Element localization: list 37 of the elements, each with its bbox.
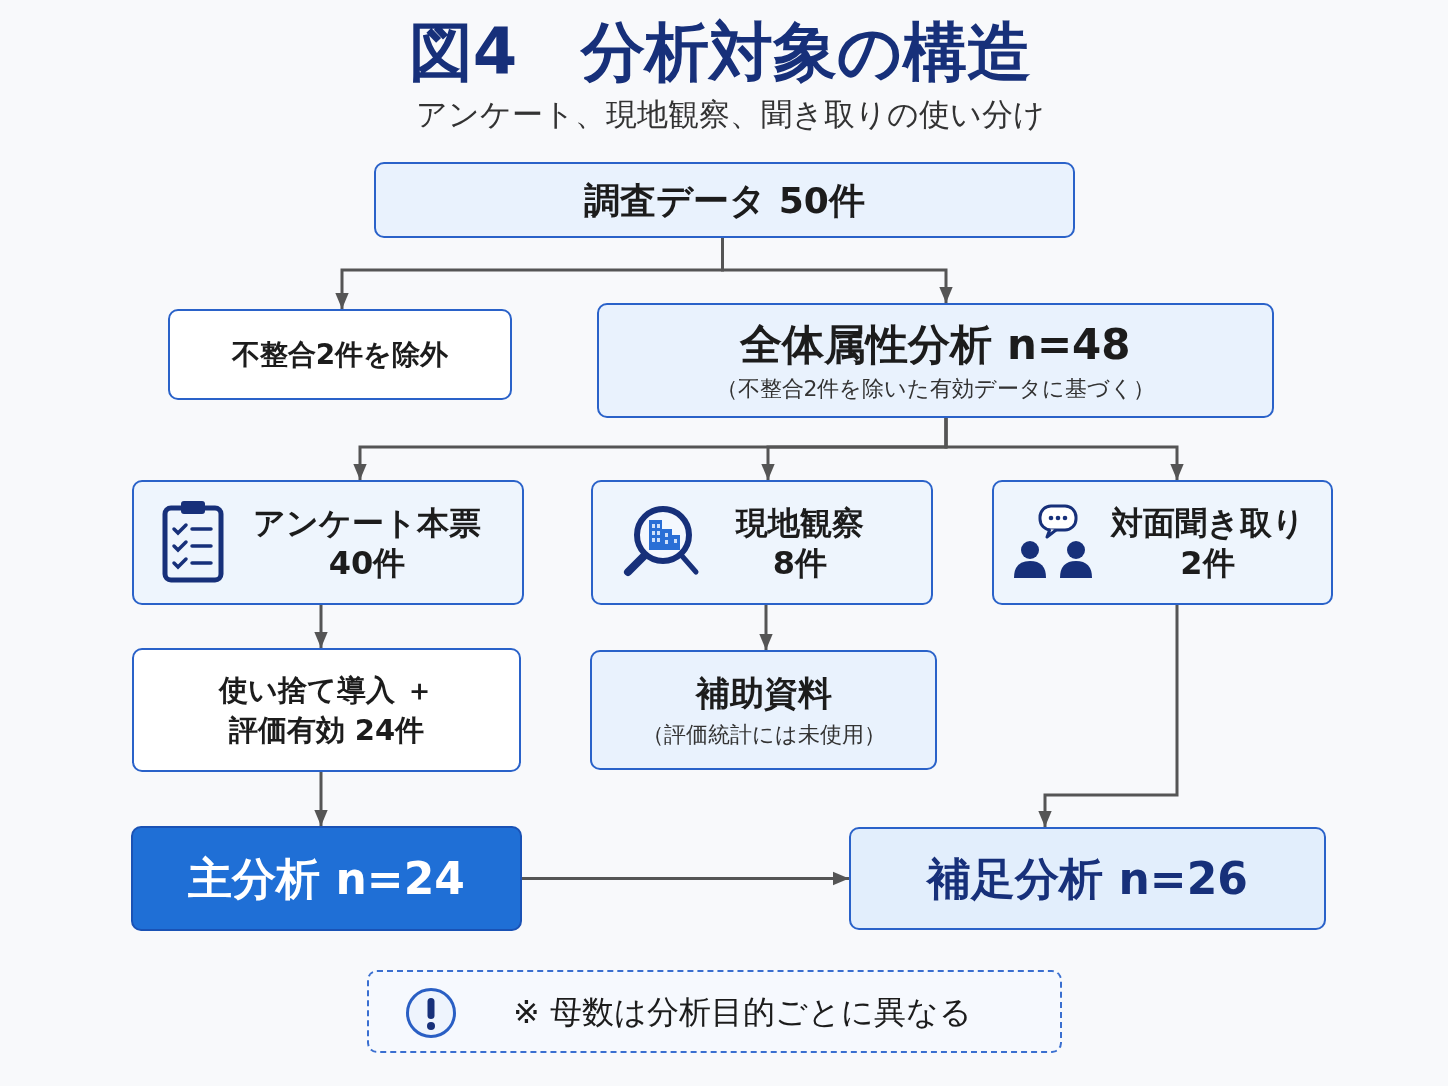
node-note: （評価統計には未使用） [641,720,886,748]
connector-arrow [1038,605,1179,827]
note-box [367,970,1062,1053]
node-title: 補助資料 [695,672,832,715]
note-text: ※ 母数は分析目的ごとに異なる [513,991,972,1032]
process-box [591,480,933,605]
node-note: （不整合2件を除いた有効データに基づく） [715,375,1156,403]
connector-arrow [721,238,953,303]
node-title: 現地観察 [736,502,864,543]
diagram-title: 図4 分析対象の構造 [407,14,1033,91]
node-title: 全体属性分析 n=48 [740,318,1131,371]
node-title: 調査データ 50件 [584,178,865,223]
connector-arrow [522,871,849,886]
subtitle: アンケート、現地観察、聞き取りの使い分け [414,96,1046,134]
process-box [132,648,521,772]
node-title: 主分析 n=24 [188,852,465,906]
node-label: 使い捨て導入 ＋ [218,671,435,708]
connector-arrow [944,418,1184,480]
process-box [132,480,524,605]
connector-arrow [314,605,328,648]
node-title: 対面聞き取り [1110,502,1305,543]
process-box [131,826,522,931]
process-box [597,303,1274,418]
connector-arrow [314,772,328,826]
count-label: 2件 [1180,542,1235,583]
process-box [168,309,512,400]
process-box [374,162,1075,238]
process-box [849,827,1326,930]
node-title: アンケート本票 [253,502,481,543]
count-label: 40件 [328,542,406,583]
node-title: 不整合2件を除外 [231,337,449,372]
process-box [992,480,1333,605]
count-label: 8件 [772,542,828,583]
node-title: 補足分析 n=26 [927,852,1248,906]
connector-arrow [759,605,773,650]
node-label: 評価有効 24件 [228,712,425,749]
process-box [590,650,937,770]
